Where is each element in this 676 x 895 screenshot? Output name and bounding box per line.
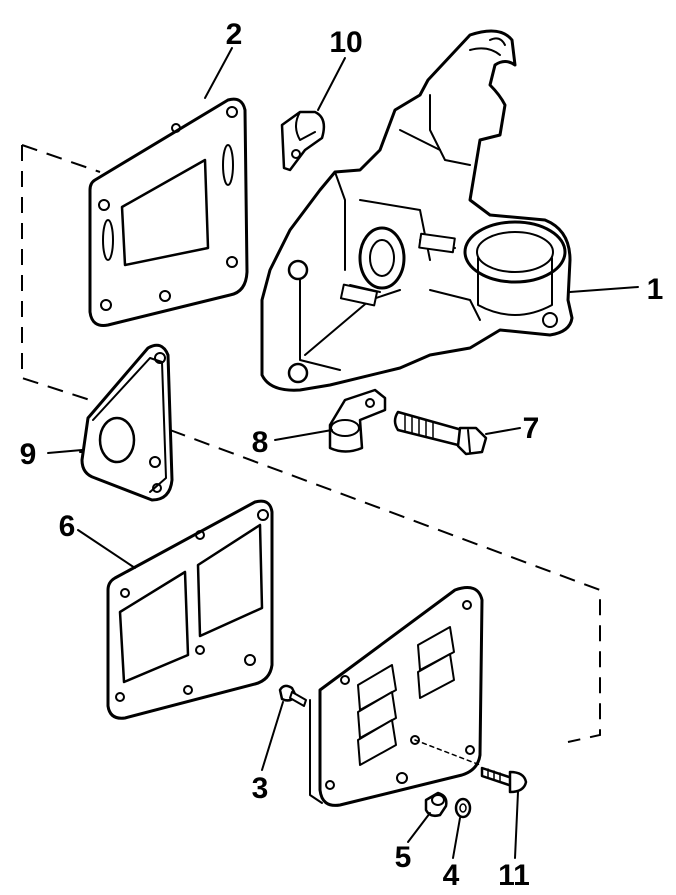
callout-3: 3 (252, 772, 269, 805)
callout-5: 5 (395, 841, 412, 874)
part-4-washer (454, 797, 472, 819)
part-6-gasket (106, 499, 274, 720)
part-1-housing (260, 29, 574, 392)
part-3-screw (278, 684, 307, 707)
callout-1: 1 (647, 273, 664, 306)
callout-9: 9 (20, 438, 37, 471)
callout-7: 7 (523, 412, 540, 445)
part-10-clip (280, 110, 326, 172)
callout-4: 4 (443, 859, 460, 892)
leader-lines (47, 47, 639, 859)
callout-6: 6 (59, 510, 76, 543)
reed-plate-assembly (309, 586, 484, 807)
callout-labels: 2 10 1 9 8 7 6 3 5 4 11 (20, 18, 664, 892)
part-8-bracket (328, 388, 387, 453)
part-5-spacer (424, 791, 448, 818)
part-7-bolt (393, 410, 488, 456)
part-9-plate (80, 343, 174, 502)
part-11-screw (480, 766, 528, 794)
callout-10: 10 (329, 26, 362, 59)
part-2-gasket (88, 97, 249, 327)
callout-2: 2 (226, 18, 243, 51)
callout-11: 11 (498, 859, 530, 892)
callout-8: 8 (252, 426, 269, 459)
assembly-guide-lines (21, 144, 601, 743)
